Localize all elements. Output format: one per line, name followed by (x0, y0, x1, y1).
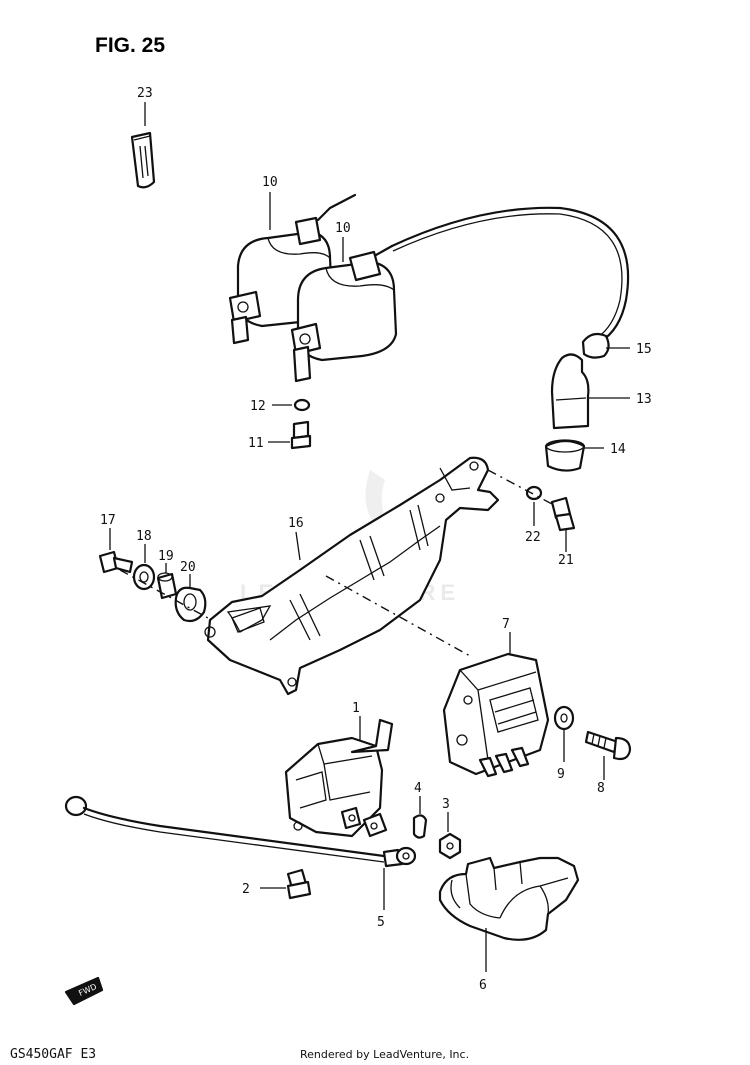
callout-12: 12 (250, 399, 266, 414)
part-8-screw[interactable] (584, 730, 632, 761)
callout-5: 5 (377, 915, 385, 930)
figure-title: FIG. 25 (95, 34, 165, 57)
part-23-rubber-cap[interactable] (130, 131, 156, 189)
part-7-regulator-rectifier[interactable] (442, 652, 550, 778)
callout-19: 19 (158, 549, 174, 564)
callout-17: 17 (100, 513, 116, 528)
callout-16: 16 (288, 516, 304, 531)
alignment-line-21 (487, 469, 553, 505)
part-5-starter-cable[interactable] (64, 795, 417, 868)
part-4-terminal[interactable] (412, 814, 428, 839)
callout-13: 13 (636, 392, 652, 407)
callout-10-left: 10 (262, 175, 278, 190)
part-22-washer[interactable] (525, 485, 543, 501)
part-3-nut[interactable] (438, 832, 462, 860)
callout-7: 7 (502, 617, 510, 632)
callout-15: 15 (636, 342, 652, 357)
part-1-starter-relay[interactable] (284, 718, 394, 838)
callout-4: 4 (414, 781, 422, 796)
part-2-bolt[interactable] (286, 868, 312, 900)
high-tension-lead (390, 206, 630, 344)
part-19-collar[interactable] (156, 572, 178, 600)
callout-9: 9 (557, 767, 565, 782)
callout-8: 8 (597, 781, 605, 796)
part-9-washer[interactable] (553, 705, 575, 731)
part-14-plug-cover[interactable] (544, 439, 586, 472)
callout-1: 1 (352, 701, 360, 716)
part-17-bolt[interactable] (98, 550, 134, 574)
callout-20: 20 (180, 560, 196, 575)
callout-22: 22 (525, 530, 541, 545)
front-direction-arrow: FWD (64, 976, 104, 1006)
callout-18: 18 (136, 529, 152, 544)
part-13-spark-plug-cap[interactable] (550, 353, 590, 430)
model-code: GS450GAF E3 (10, 1047, 96, 1062)
part-21-bolt[interactable] (550, 496, 576, 532)
callout-10-right: 10 (335, 221, 351, 236)
callout-21: 21 (558, 553, 574, 568)
callout-6: 6 (479, 978, 487, 993)
part-16-mounting-bracket[interactable] (204, 456, 500, 696)
alignment-line-7 (325, 575, 471, 657)
callout-2: 2 (242, 882, 250, 897)
callout-23: 23 (137, 86, 153, 101)
part-12-washer[interactable] (293, 398, 311, 412)
part-18-washer[interactable] (132, 563, 156, 591)
part-15-plug-boot[interactable] (581, 332, 610, 359)
callout-3: 3 (442, 797, 450, 812)
part-11-bolt[interactable] (290, 420, 312, 450)
render-credit: Rendered by LeadVenture, Inc. (300, 1048, 469, 1061)
part-10-ignition-coil-right[interactable] (290, 244, 398, 383)
callout-11: 11 (248, 436, 264, 451)
part-20-cushion[interactable] (174, 586, 207, 623)
part-6-relay-cover[interactable] (438, 856, 580, 941)
callout-14: 14 (610, 442, 626, 457)
